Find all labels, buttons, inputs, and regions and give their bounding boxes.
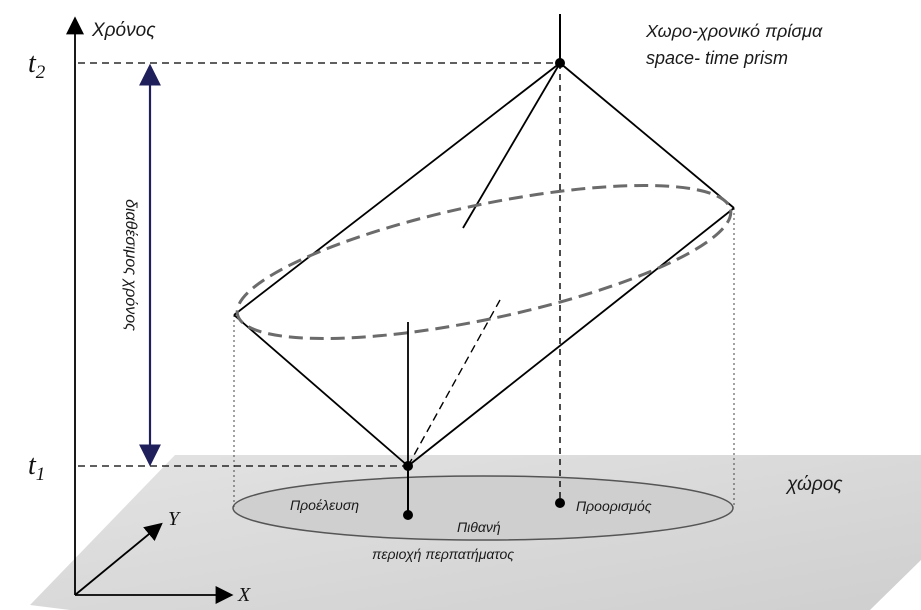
destination-label: Προορισμός bbox=[576, 498, 652, 514]
title-line-2: space- time prism bbox=[646, 48, 788, 68]
available-time-label: διαθέσιμος χρόνος bbox=[122, 199, 139, 331]
prism-edge-left-bottom bbox=[233, 314, 409, 467]
y-axis-label: Y bbox=[168, 508, 181, 530]
prism-edge-right-bottom bbox=[407, 207, 735, 467]
apex-point-t2 bbox=[555, 58, 565, 68]
destination-ground-point bbox=[555, 498, 565, 508]
t2-label: t2 bbox=[28, 48, 46, 83]
walking-area-line-1: Πιθανή bbox=[457, 519, 501, 535]
origin-ground-point bbox=[403, 510, 413, 520]
t1-label: t1 bbox=[28, 450, 45, 485]
y-axis bbox=[74, 522, 163, 596]
prism-edge-left-top bbox=[233, 62, 561, 316]
title-line-1: Χωρο-χρονικό πρίσμα bbox=[645, 21, 823, 41]
inner-dashed-line bbox=[407, 299, 501, 467]
origin-label: Προέλευση bbox=[290, 497, 359, 513]
time-axis-label: Χρόνος bbox=[91, 20, 156, 41]
prism-edge-right-top bbox=[559, 62, 735, 209]
origin-point-t1 bbox=[403, 461, 413, 471]
space-label: χώρος bbox=[785, 474, 843, 495]
inner-line-top bbox=[462, 62, 561, 229]
prism-cross-section bbox=[235, 183, 733, 341]
walking-area-line-2: περιοχή περπατήματος bbox=[372, 546, 514, 562]
x-axis-label: X bbox=[237, 584, 251, 606]
walking-area-ellipse bbox=[232, 475, 734, 541]
